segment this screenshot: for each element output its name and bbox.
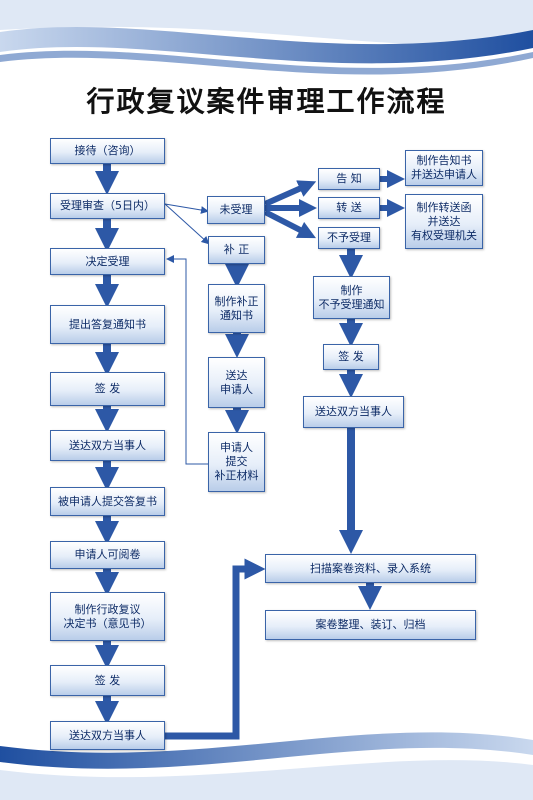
box-transfer: 转 送 <box>318 197 380 219</box>
arrow-to-gaozhi <box>263 180 317 207</box>
box-reject: 不予受理 <box>318 227 380 249</box>
box-reception: 接待（咨询） <box>50 138 165 164</box>
thin-to-weishouli <box>164 203 209 214</box>
box-sign-1: 签 发 <box>50 372 165 406</box>
box-respondent-reply: 被申请人提交答复书 <box>50 487 165 516</box>
box-reject-notice: 制作 不予受理通知 <box>313 276 390 319</box>
thin-return-to-juedin <box>166 255 208 465</box>
box-decide-accept: 决定受理 <box>50 248 165 275</box>
box-deliver-applicant: 送达 申请人 <box>208 357 265 408</box>
arrow-bottom-to-archive <box>165 558 266 740</box>
box-deliver-2: 送达双方当事人 <box>50 721 165 750</box>
box-acceptance-review: 受理审查（5日内） <box>50 193 165 219</box>
box-deliver-reject: 送达双方当事人 <box>303 396 404 428</box>
box-inform-letter: 制作告知书 并送达申请人 <box>405 150 483 186</box>
box-supplement-notice: 制作补正 通知书 <box>208 284 265 333</box>
box-review-files: 申请人可阅卷 <box>50 541 165 569</box>
thin-to-buzheng <box>164 203 210 245</box>
box-deliver-1: 送达双方当事人 <box>50 430 165 461</box>
box-submit-materials: 申请人 提交 补正材料 <box>208 432 265 492</box>
box-supplement: 补 正 <box>208 236 265 264</box>
box-make-decision: 制作行政复议 决定书（意见书） <box>50 592 165 641</box>
box-not-accepted: 未受理 <box>207 196 265 224</box>
box-sign-2: 签 发 <box>50 665 165 696</box>
box-sign-reject: 签 发 <box>323 344 379 370</box>
box-reply-notice: 提出答复通知书 <box>50 305 165 344</box>
box-inform: 告 知 <box>318 168 380 190</box>
page-title: 行政复议案件审理工作流程 <box>86 85 447 118</box>
arrow-to-buyu <box>263 209 317 239</box>
box-file-archive: 案卷整理、装订、归档 <box>265 610 476 640</box>
box-transfer-letter: 制作转送函 并送达 有权受理机关 <box>405 194 483 249</box>
box-scan-files: 扫描案卷资料、录入系统 <box>265 554 476 583</box>
